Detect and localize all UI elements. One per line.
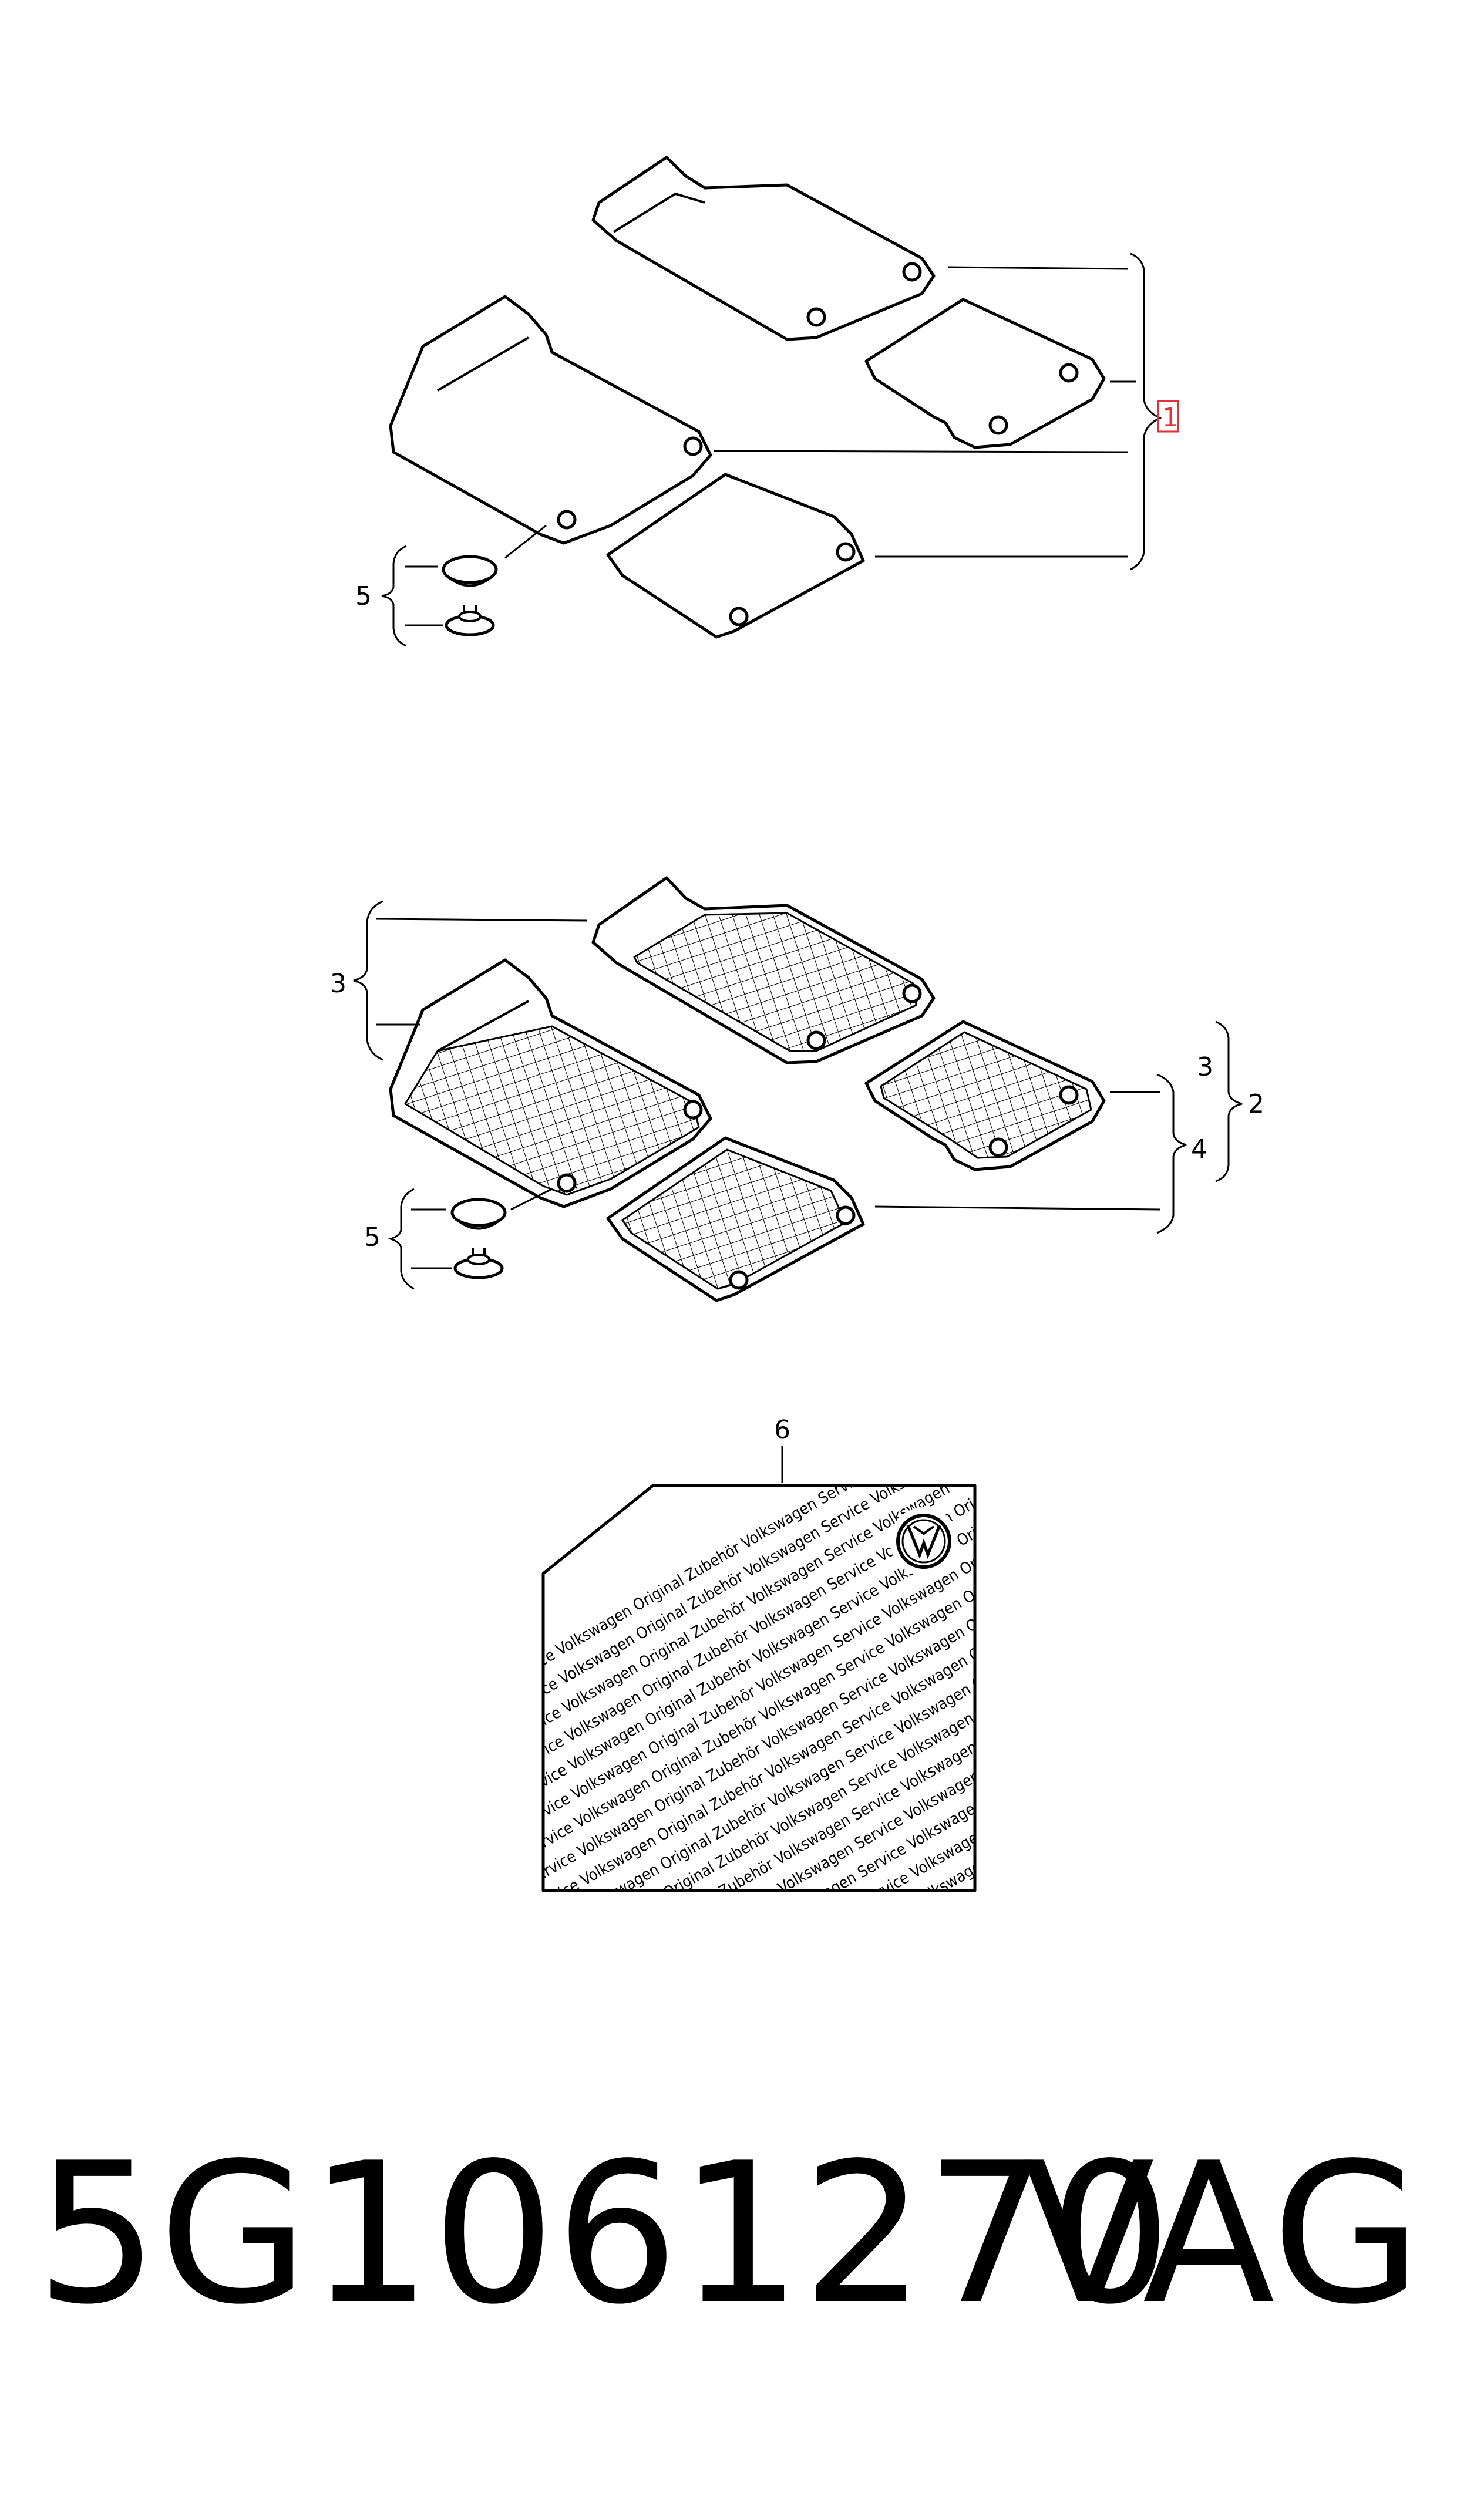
mat-set-rubber [389,876,1106,1302]
mat-rear-left [591,156,936,341]
leader-lines-group-2 [353,900,1243,1290]
mat-set-textile [389,156,1106,639]
mat-front-right [606,473,865,639]
mat-front-left [389,295,712,545]
callout-1-highlight [1157,400,1179,433]
vw-logo-icon [896,1514,951,1569]
callout-6: 6 [774,1415,790,1445]
callout-5-top: 5 [355,581,372,611]
label-sticker: 6 Volkswagen Service Volkswagen Original… [541,1415,977,1892]
part-number: 5G1061270 [35,2121,1172,2347]
leader-lines-group-1 [381,252,1162,647]
clip-fastener-top [442,555,498,636]
sticker-text-pattern: Volkswagen Service Volkswagen Original Z… [543,1485,975,1891]
callout-5-bottom: 5 [364,1222,381,1252]
rubber-mat-front-right [606,1136,865,1302]
callout-3-right: 3 [1197,1052,1213,1082]
callout-4: 4 [1191,1134,1207,1164]
rubber-mat-front-left [389,958,712,1208]
clip-fastener-bottom [450,1198,507,1279]
callout-1: 1 [1162,403,1179,433]
brand-name: VAG [1022,2121,1422,2347]
rubber-mat-rear-left [591,876,936,1064]
mat-rear-right [864,298,1106,449]
callout-2: 2 [1248,1089,1264,1119]
callout-3-left: 3 [330,969,346,999]
rubber-mat-rear-right [864,1020,1106,1171]
